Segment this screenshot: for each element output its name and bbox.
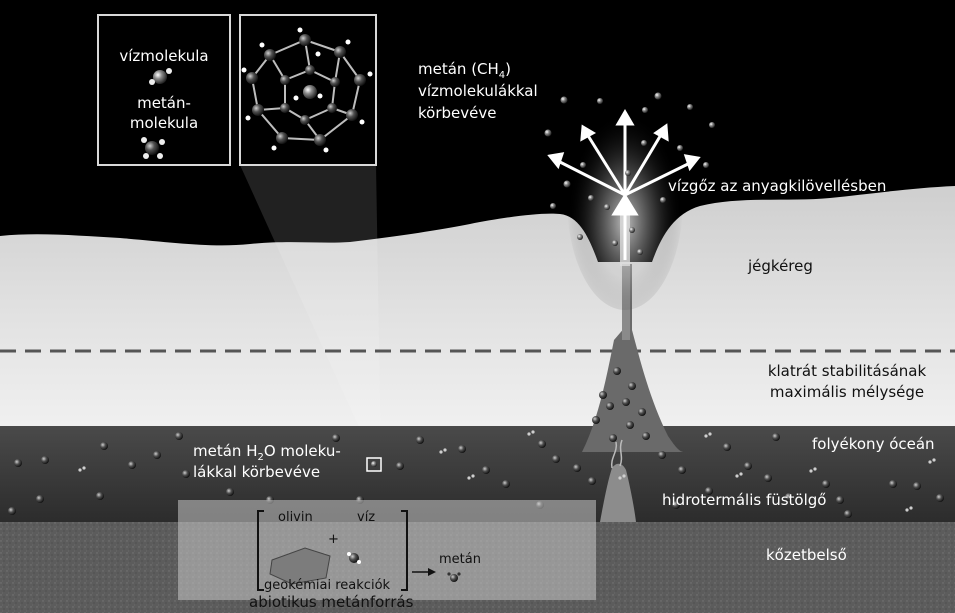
ice-crust — [0, 186, 955, 426]
label-ocean-methane-line1: metán H2O moleku- — [193, 442, 341, 463]
label-olivine: olivin — [278, 510, 313, 525]
label-plume: vízgőz az anyagkilövellésben — [668, 177, 887, 195]
label-methane-molecule-line1: metán- — [137, 94, 191, 112]
label-methane-molecule-line2: molekula — [129, 114, 199, 132]
label-geochemical-reactions: geokémiai reakciók — [264, 578, 391, 593]
label-stability-line1: klatrát stabilitásának — [767, 362, 927, 380]
label-ice-crust: jégkéreg — [748, 257, 813, 275]
label-clathrate-line3: körbevéve — [418, 104, 497, 122]
label-methane-product: metán — [439, 552, 481, 567]
label-rock-interior: kőzetbelső — [766, 546, 847, 564]
clathrate-inset-frame — [239, 14, 377, 166]
label-stability-line2: maximális mélysége — [769, 383, 925, 401]
label-hydrothermal: hidrotermális füstölgő — [662, 491, 827, 509]
label-clathrate-line2: vízmolekulákkal — [418, 82, 538, 100]
label-clathrate-line1: metán (CH4) — [418, 60, 512, 81]
molecule-inset-frame — [97, 14, 231, 166]
label-ocean-methane-line2: lákkal körbevéve — [193, 463, 321, 481]
label-water-molecule: vízmolekula — [119, 47, 209, 65]
label-plus: + — [328, 532, 339, 547]
label-abiotic-source: abiotikus metánforrás — [249, 593, 414, 611]
label-water: víz — [357, 510, 376, 525]
label-ocean: folyékony óceán — [812, 435, 935, 453]
